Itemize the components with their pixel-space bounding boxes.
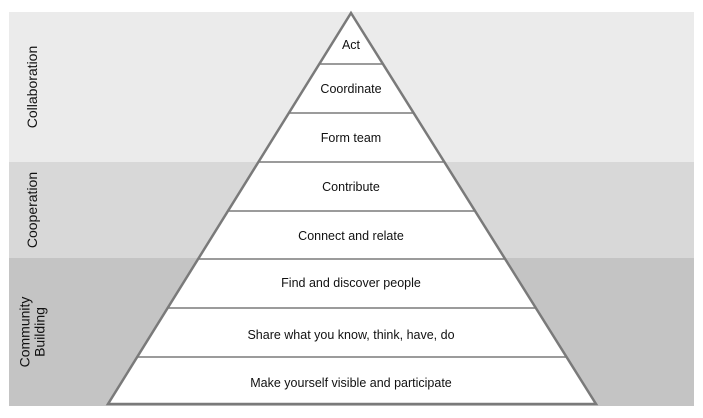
band-label-community-building: Community <box>17 297 33 368</box>
tier-label-share-what-you-know: Share what you know, think, have, do <box>247 328 454 342</box>
tier-label-connect-and-relate: Connect and relate <box>298 229 404 243</box>
tier-label-act: Act <box>342 38 361 52</box>
pyramid-outline <box>105 10 599 406</box>
band-label-collaboration: Collaboration <box>24 46 40 129</box>
tier-label-make-yourself-visible: Make yourself visible and participate <box>250 376 452 390</box>
tier-label-find-and-discover-people: Find and discover people <box>281 276 421 290</box>
pyramid-body <box>108 13 596 404</box>
band-label-cooperation: Cooperation <box>24 172 40 248</box>
tier-label-form-team: Form team <box>321 131 381 145</box>
band-label-community-building: Building <box>32 307 48 357</box>
tier-label-contribute: Contribute <box>322 180 380 194</box>
tier-label-coordinate: Coordinate <box>320 82 381 96</box>
